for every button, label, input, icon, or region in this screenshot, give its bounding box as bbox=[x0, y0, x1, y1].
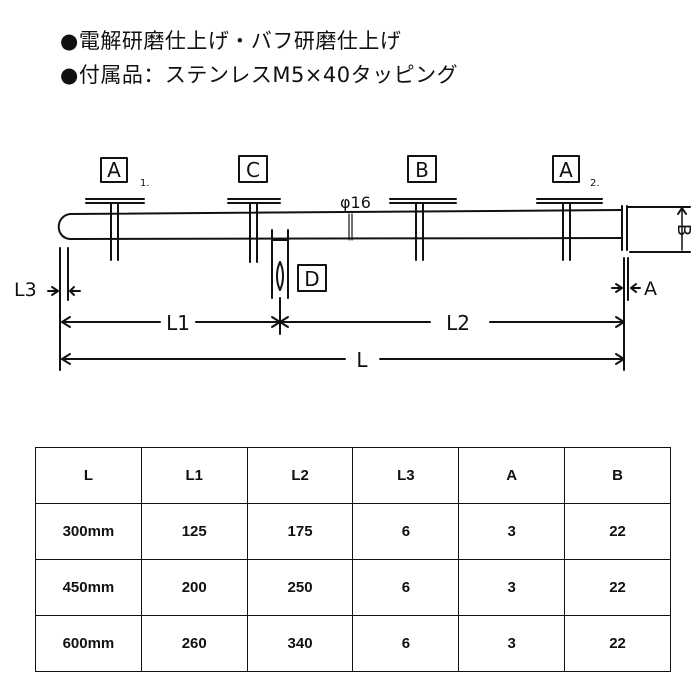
dim-l2-label: L2 bbox=[446, 311, 470, 335]
dimension-table: L L1 L2 L3 A B 300mm 125 175 6 3 22 450m… bbox=[35, 447, 671, 672]
diameter-label: φ16 bbox=[340, 193, 371, 212]
bracket-a2: A 2. bbox=[536, 155, 603, 261]
table-cell: 3 bbox=[458, 559, 566, 616]
table-header-row: L L1 L2 L3 A B bbox=[35, 447, 671, 504]
spec-notes: ●電解研磨仕上げ・バフ研磨仕上げ ●付属品：ステンレスM5×40タッピング bbox=[60, 24, 458, 92]
dim-l: L bbox=[61, 348, 625, 372]
dim-l3-label: L3 bbox=[14, 279, 37, 301]
table-cell: 6 bbox=[352, 559, 460, 616]
bracket-c-label: C bbox=[246, 158, 260, 182]
header-cell: B bbox=[564, 447, 671, 504]
dim-b: B bbox=[627, 206, 694, 253]
header-cell: L bbox=[35, 447, 142, 504]
table-cell: 3 bbox=[458, 615, 566, 672]
table-cell: 6 bbox=[352, 615, 460, 672]
dim-l1-l2: L1 L2 bbox=[61, 297, 625, 335]
table-cell: 3 bbox=[458, 503, 566, 560]
table-cell: 200 bbox=[140, 559, 248, 616]
header-cell: L1 bbox=[140, 447, 248, 504]
table-cell: 450mm bbox=[35, 559, 142, 616]
bracket-d: D bbox=[271, 229, 327, 299]
bracket-d-label: D bbox=[304, 267, 319, 291]
table-cell: 250 bbox=[246, 559, 354, 616]
finish-note: ●電解研磨仕上げ・バフ研磨仕上げ bbox=[60, 29, 402, 53]
bracket-a1: A 1. bbox=[85, 157, 150, 261]
towel-bar-technical-drawing: A 1. C D φ16 B A 2. B bbox=[14, 155, 694, 372]
bracket-a1-subscript: 1. bbox=[140, 178, 150, 189]
dim-b-label: B bbox=[673, 224, 694, 236]
header-cell: L3 bbox=[352, 447, 460, 504]
table-cell: 22 bbox=[564, 615, 671, 672]
accessory-note: ●付属品：ステンレスM5×40タッピング bbox=[60, 63, 459, 87]
table-row: 450mm 200 250 6 3 22 bbox=[35, 559, 671, 616]
table-row: 600mm 260 340 6 3 22 bbox=[35, 615, 671, 672]
bar-body bbox=[57, 205, 628, 251]
header-cell: A bbox=[458, 447, 566, 504]
table-row: 300mm 125 175 6 3 22 bbox=[35, 503, 671, 560]
table-cell: 6 bbox=[352, 503, 460, 560]
bracket-a1-label: A bbox=[107, 158, 121, 182]
table-cell: 600mm bbox=[35, 615, 142, 672]
bracket-a2-subscript: 2. bbox=[590, 178, 600, 189]
table-cell: 175 bbox=[246, 503, 354, 560]
table-cell: 22 bbox=[564, 559, 671, 616]
dim-a-label: A bbox=[644, 278, 657, 300]
table-cell: 340 bbox=[246, 615, 354, 672]
bracket-c: C bbox=[227, 155, 281, 263]
table-cell: 300mm bbox=[35, 503, 142, 560]
dim-l-label: L bbox=[356, 348, 368, 372]
table-cell: 22 bbox=[564, 503, 671, 560]
bracket-b: B bbox=[389, 155, 457, 261]
dim-l3: L3 bbox=[14, 247, 81, 371]
table-cell: 125 bbox=[140, 503, 248, 560]
dim-a: A bbox=[611, 257, 657, 371]
bracket-b-label: B bbox=[415, 158, 429, 182]
table-cell: 260 bbox=[140, 615, 248, 672]
dim-l1-label: L1 bbox=[166, 311, 190, 335]
header-cell: L2 bbox=[246, 447, 354, 504]
bracket-a2-label: A bbox=[559, 158, 573, 182]
